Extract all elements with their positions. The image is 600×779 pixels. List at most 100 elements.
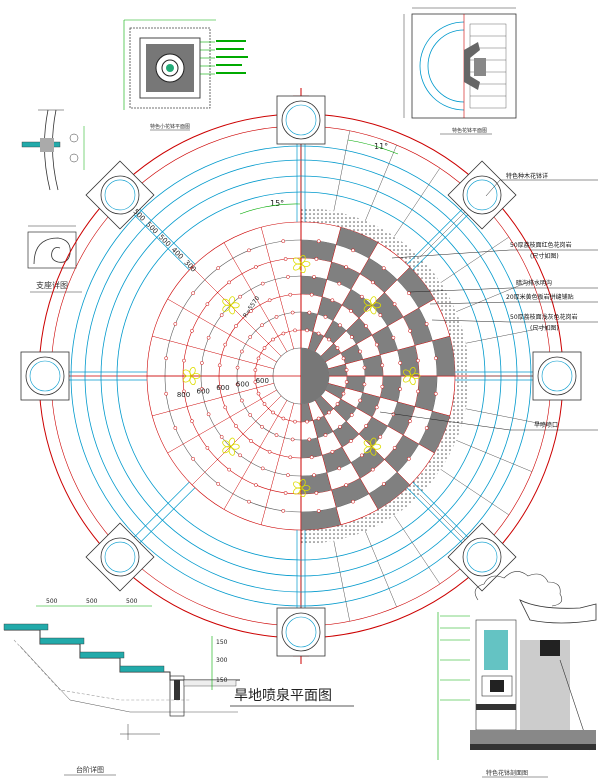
nozzle-marker xyxy=(234,324,238,328)
planter-rim xyxy=(466,541,498,573)
nozzle-marker xyxy=(341,391,346,396)
step-height-1: 150 xyxy=(216,639,228,646)
nozzle-marker xyxy=(238,453,242,458)
paving-tile xyxy=(380,376,401,402)
nozzle-marker xyxy=(316,239,321,244)
nozzle-marker xyxy=(274,433,279,437)
paving-tile xyxy=(384,435,419,473)
diagonal-dimension: 500 xyxy=(144,220,159,235)
nozzle-marker xyxy=(344,265,349,269)
flower-petal xyxy=(402,375,411,383)
paving-tile xyxy=(403,308,433,346)
planter-section-detail: 特色花钵剖面图 xyxy=(437,571,597,778)
radial-joint xyxy=(325,298,435,363)
callout-drain: 暗沟排水明沟 xyxy=(516,279,552,287)
paving-tile xyxy=(432,336,455,376)
nozzle-marker xyxy=(314,257,319,261)
callout-planter: 特色种木花钵详 xyxy=(506,172,548,180)
nozzle-marker xyxy=(206,335,211,340)
flower-petal xyxy=(189,376,196,386)
callout-stone-grey: 50厚荔枝面浅灰色花岗岩 xyxy=(510,313,578,321)
planter xyxy=(85,522,155,592)
top-left-caption: 特色小花钵平面图 xyxy=(150,123,190,130)
spoke-edge xyxy=(412,214,469,271)
nozzle-marker xyxy=(281,239,286,244)
nozzle-marker xyxy=(312,275,316,279)
nozzle-marker xyxy=(293,419,297,424)
paving-tile xyxy=(362,354,383,376)
nozzle-marker xyxy=(378,313,383,317)
nozzle-marker xyxy=(358,398,362,403)
outer-paving-joint xyxy=(456,280,533,312)
nozzle-marker xyxy=(290,310,295,315)
radial-joint xyxy=(260,227,294,350)
radial-dimension: 800 xyxy=(177,391,190,399)
outer-paving-joint xyxy=(440,236,510,283)
nozzle-marker xyxy=(341,356,346,361)
radial-joint xyxy=(325,389,435,454)
nozzle-marker xyxy=(293,328,297,333)
nozzle-marker xyxy=(253,483,258,487)
nozzle-marker xyxy=(316,331,321,336)
radial-joint xyxy=(327,383,450,417)
nozzle-marker xyxy=(335,402,340,406)
radial-joint xyxy=(152,383,275,417)
nozzle-marker xyxy=(191,291,195,296)
nozzle-marker xyxy=(216,482,221,486)
flower-petal xyxy=(228,296,235,305)
step-height-2: 300 xyxy=(216,657,228,664)
paving-tile xyxy=(342,289,372,319)
nozzle-marker xyxy=(433,356,438,361)
diagonal-dimension: 300 xyxy=(182,259,197,274)
nozzle-marker xyxy=(360,294,364,299)
top-right-caption: 特色花钵平面图 xyxy=(452,127,487,134)
nozzle-marker xyxy=(164,391,169,396)
planter-bowl xyxy=(100,175,140,215)
paving-tile xyxy=(387,401,415,435)
paving-tile xyxy=(397,267,435,308)
outer-paving-joint xyxy=(365,144,397,221)
nozzle-marker xyxy=(283,257,288,261)
radial-joint xyxy=(223,242,288,352)
nozzle-marker xyxy=(374,342,379,347)
paving-tile xyxy=(360,258,398,293)
radial-joint xyxy=(223,400,288,510)
paving-tile xyxy=(331,478,369,508)
planter-rim xyxy=(541,360,573,392)
paving-tile xyxy=(312,415,333,438)
spoke-edge xyxy=(139,208,196,265)
flower-petal xyxy=(301,260,311,267)
paving-tile xyxy=(358,417,388,447)
nozzle-marker xyxy=(267,449,272,454)
paving-tile xyxy=(325,383,346,399)
section-caption: 特色花钵剖面图 xyxy=(486,769,528,777)
callout-nozzle: 旱喷喷口 xyxy=(534,421,558,429)
flower-petal xyxy=(228,447,235,456)
nozzle-marker xyxy=(407,291,411,296)
nozzle-marker xyxy=(223,342,228,347)
flower-petal xyxy=(292,487,301,495)
nozzle-marker xyxy=(182,358,186,363)
nozzle-marker xyxy=(260,281,265,286)
nozzle-marker xyxy=(316,416,321,421)
support-caption: 支座详图 xyxy=(36,280,68,290)
nozzle-marker xyxy=(217,363,222,368)
flower-petal xyxy=(292,263,301,271)
nozzle-marker xyxy=(288,292,293,297)
planter-rim xyxy=(466,179,498,211)
step-dim-1: 500 xyxy=(46,598,58,605)
paving-tile xyxy=(301,507,341,530)
flower-petal xyxy=(292,257,301,265)
radial-dimension: 600 xyxy=(236,380,249,388)
flower-petal xyxy=(222,304,231,312)
outer-paving-joint xyxy=(333,130,351,212)
nozzle-marker xyxy=(338,323,342,328)
nozzle-marker xyxy=(260,466,265,471)
planter xyxy=(85,160,155,230)
nozzle-marker xyxy=(307,310,312,315)
small-planter-plan-detail: 特色小花钵平面图 xyxy=(123,19,248,131)
outer-paving-joint xyxy=(465,408,547,426)
planter-rim xyxy=(104,541,136,573)
flower-petal xyxy=(189,366,196,376)
nozzle-marker xyxy=(398,361,402,365)
